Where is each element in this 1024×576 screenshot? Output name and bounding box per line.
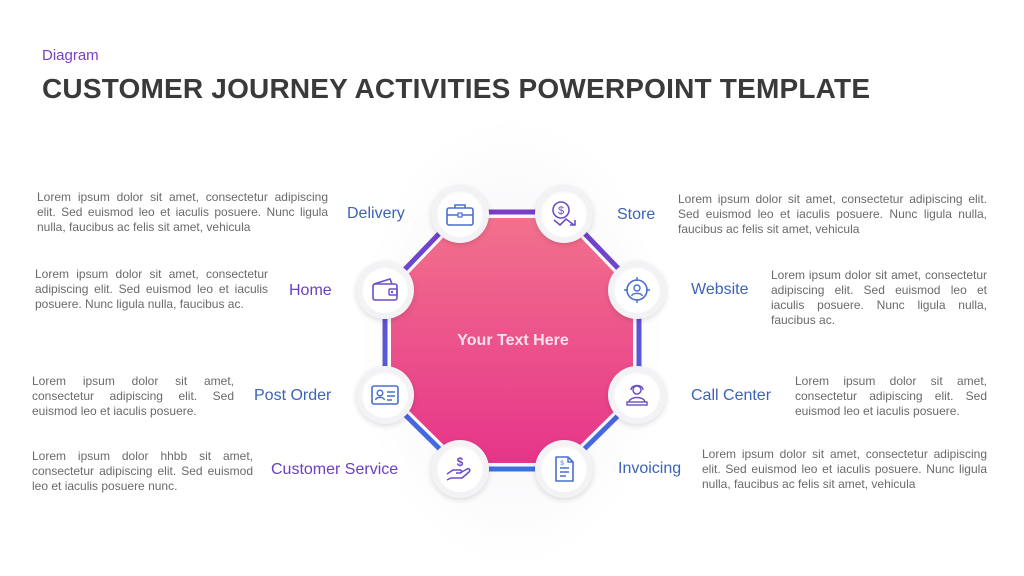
stage-desc-call-center: Lorem ipsum dolor sit amet, consectetur … xyxy=(795,374,987,418)
stage-label-call-center: Call Center xyxy=(691,387,772,404)
hand-dollar-icon: $ xyxy=(446,455,471,481)
center-text[interactable]: Your Text Here xyxy=(457,332,569,349)
svg-text:$: $ xyxy=(558,205,564,217)
stage-label-home: Home xyxy=(289,282,332,299)
stage-label-delivery: Delivery xyxy=(347,205,405,222)
stage-desc-home: Lorem ipsum dolor sit amet, consectetur … xyxy=(35,267,268,311)
slide-subtitle: Diagram xyxy=(42,47,99,64)
stage-label-post-order: Post Order xyxy=(254,387,332,404)
delivery-node[interactable] xyxy=(431,185,489,243)
octagon-fill xyxy=(391,218,633,463)
customer-service-node[interactable]: $ xyxy=(431,440,489,498)
post-order-node[interactable] xyxy=(356,366,414,424)
stage-desc-post-order: Lorem ipsum dolor sit amet, consectetur … xyxy=(32,374,234,418)
svg-text:$: $ xyxy=(457,455,464,469)
svg-text:$: $ xyxy=(560,461,564,467)
wallet-icon xyxy=(372,278,398,301)
invoicing-node[interactable]: $ xyxy=(535,440,593,498)
stage-desc-website: Lorem ipsum dolor sit amet, consectetur … xyxy=(771,268,987,327)
slide-title: CUSTOMER JOURNEY ACTIVITIES POWERPOINT T… xyxy=(42,73,871,104)
stage-desc-invoicing: Lorem ipsum dolor sit amet, consectetur … xyxy=(702,447,987,491)
website-node[interactable] xyxy=(608,261,666,319)
stage-desc-store: Lorem ipsum dolor sit amet, consectetur … xyxy=(678,192,987,236)
call-center-node[interactable] xyxy=(608,366,666,424)
stage-label-store: Store xyxy=(617,206,656,223)
id-card-icon xyxy=(371,385,399,405)
invoice-icon: $ xyxy=(555,456,574,482)
stage-label-customer-service: Customer Service xyxy=(271,461,399,478)
store-node[interactable]: $ xyxy=(535,185,593,243)
briefcase-icon xyxy=(446,204,474,226)
dollar-arrow-icon: $ xyxy=(552,201,576,227)
stage-label-website: Website xyxy=(691,281,749,298)
target-user-icon xyxy=(624,277,650,303)
stage-desc-customer-service: Lorem ipsum dolor hhbb sit amet, consect… xyxy=(32,449,253,493)
stage-label-invoicing: Invoicing xyxy=(618,460,682,477)
home-node[interactable] xyxy=(356,261,414,319)
operator-icon xyxy=(626,384,648,406)
stage-desc-delivery: Lorem ipsum dolor sit amet, consectetur … xyxy=(37,190,328,234)
